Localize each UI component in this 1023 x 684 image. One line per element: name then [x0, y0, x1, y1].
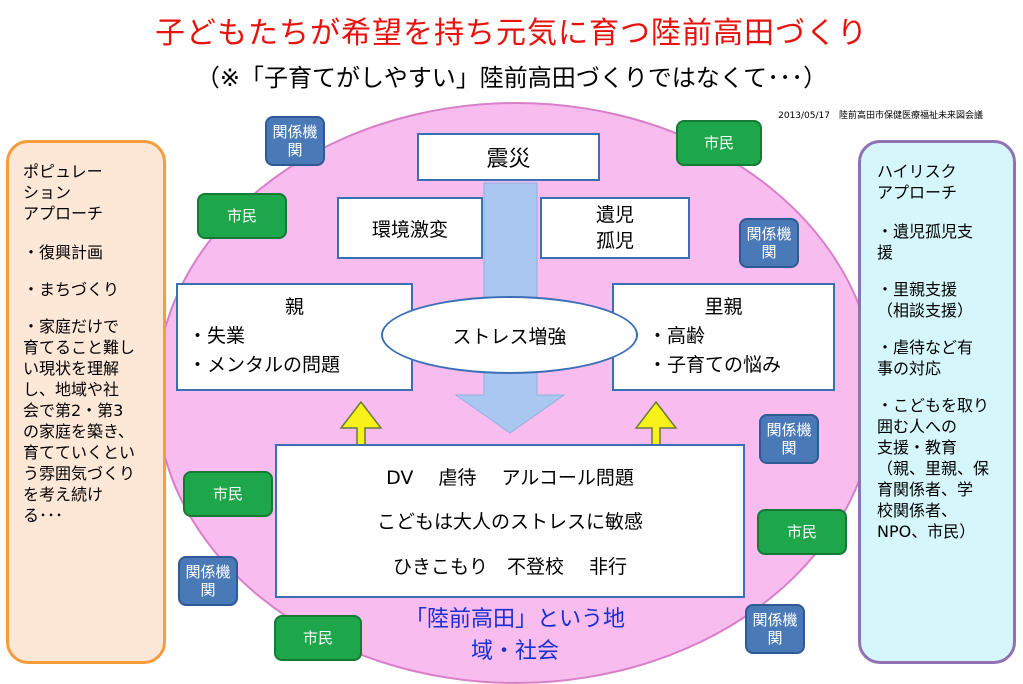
population-approach-panel: ポピュレー ション アプローチ ・復興計画 ・まちづくり ・家庭だけで 育てるこ… — [6, 140, 166, 664]
page-subtitle: （※「子育てがしやすい」陸前高田づくりではなくて･･･） — [195, 64, 828, 92]
related-agencies-tag: 関係機関 — [745, 604, 805, 654]
citizens-tag: 市民 — [676, 120, 762, 166]
population-approach-heading: ポピュレー ション アプローチ — [23, 162, 104, 223]
population-item: ・復興計画 — [23, 243, 104, 262]
high-risk-item: ・虐待など有 事の対応 — [877, 338, 974, 378]
page-title: 子どもたちが希望を持ち元気に育つ陸前高田づくり — [155, 16, 868, 51]
foster-parents-box: 里親 ・高齢 ・子育ての悩み — [612, 283, 835, 391]
related-agencies-tag: 関係機関 — [178, 556, 238, 606]
citizens-tag: 市民 — [757, 509, 847, 555]
citizens-tag: 市民 — [274, 615, 362, 661]
up-arrow-right — [634, 400, 678, 448]
parents-box: 親 ・失業 ・メンタルの問題 — [176, 283, 413, 391]
high-risk-approach-heading: ハイリスク アプローチ — [877, 162, 958, 202]
dateline: 2013/05/17 陸前高田市保健医療福祉未来図会議 — [778, 111, 983, 121]
earthquake-box: 震災 — [417, 133, 600, 181]
high-risk-item: ・こどもを取り 囲む人への 支援・教育 （親、里親、保 育関係者、学 校関係者、… — [877, 396, 990, 541]
high-risk-approach-panel: ハイリスク アプローチ ・遺児孤児支 援 ・里親支援 （相談支援） ・虐待など有… — [858, 140, 1016, 664]
up-arrow-left — [339, 400, 383, 448]
population-item: ・まちづくり — [23, 280, 120, 299]
population-item: ・家庭だけで 育てること難し い現状を理解 し、地域や社 会で第2・第3 の家庭… — [23, 317, 136, 525]
stress-increase-ellipse: ストレス増強 — [381, 296, 638, 374]
related-agencies-tag: 関係機関 — [265, 116, 325, 166]
citizens-tag: 市民 — [197, 193, 287, 239]
environment-change-box: 環境激変 — [337, 197, 483, 259]
related-agencies-tag: 関係機関 — [759, 414, 819, 464]
high-risk-item: ・遺児孤児支 援 — [877, 222, 974, 262]
high-risk-item: ・里親支援 （相談支援） — [877, 280, 974, 320]
orphans-box: 遺児 孤児 — [540, 197, 690, 259]
related-agencies-tag: 関係機関 — [739, 218, 799, 268]
community-label: 「陸前高田」という地 域・社会 — [404, 607, 625, 664]
citizens-tag: 市民 — [183, 471, 273, 517]
child-issues-box: DV 虐待 アルコール問題 こどもは大人のストレスに敏感 ひきこもり 不登校 非… — [275, 444, 745, 598]
